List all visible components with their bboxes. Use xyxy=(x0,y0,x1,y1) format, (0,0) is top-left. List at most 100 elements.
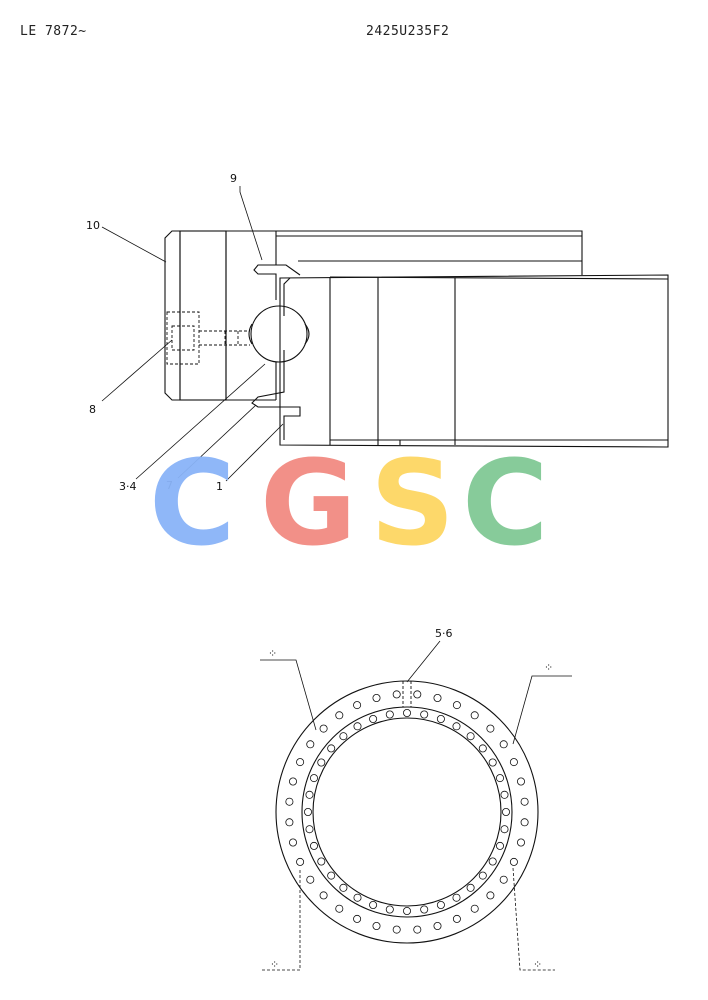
inner-bolt-hole xyxy=(402,907,411,916)
outer-bolt-hole xyxy=(517,777,526,786)
leader-marker-top-right xyxy=(512,675,572,745)
outer-bolt-hole xyxy=(499,740,508,749)
outer-bolt-hole xyxy=(372,694,381,703)
inner-bolt-hole xyxy=(402,709,411,718)
inner-bolt-hole xyxy=(495,841,504,850)
inner-bolt-hole xyxy=(305,790,314,799)
inner-bolt-hole xyxy=(369,901,378,910)
leader-marker-bottom-left xyxy=(262,870,301,971)
ball xyxy=(250,305,308,363)
callout-7: 7 xyxy=(166,479,173,492)
mid-circle xyxy=(301,706,513,918)
cgsc-watermark: C G S C xyxy=(149,434,549,572)
callout-3-4: 3·4 xyxy=(119,480,137,493)
inner-bolt-hole xyxy=(501,808,510,817)
outer-bolt-hole xyxy=(486,724,495,733)
inner-bolt-holes xyxy=(303,709,510,916)
outer-bolt-hole xyxy=(372,922,381,931)
part-number-label: 2425U235F2 xyxy=(366,24,450,39)
leader-10 xyxy=(101,226,167,263)
inner-bolt-hole xyxy=(500,825,509,834)
outer-bolt-hole xyxy=(470,904,479,913)
outer-bolt-hole xyxy=(413,925,422,934)
inner-bolt-hole xyxy=(327,744,336,753)
leader-8 xyxy=(101,339,173,402)
inner-bolt-hole xyxy=(369,715,378,724)
inner-bolt-hole xyxy=(436,901,445,910)
leader-5-6 xyxy=(406,640,441,683)
bearing-section-view: 10 9 8 3·4 7 1 xyxy=(86,172,669,493)
outer-bolt-hole xyxy=(499,875,508,884)
inner-bolt-hole xyxy=(466,732,475,741)
outer-bolt-hole xyxy=(288,838,297,847)
inner-bolt-hole xyxy=(420,710,429,719)
outer-bolt-hole xyxy=(335,904,344,913)
leader-marker-top-left xyxy=(260,659,317,731)
inner-circle xyxy=(312,717,502,907)
inner-bolt-hole xyxy=(327,871,336,880)
outer-bolt-hole xyxy=(285,797,294,806)
leader-7 xyxy=(177,404,257,479)
inner-bolt-hole xyxy=(353,722,362,731)
outer-ring-left xyxy=(179,230,227,401)
outer-bolt-hole xyxy=(520,797,529,806)
inner-bolt-hole xyxy=(385,905,394,914)
inner-bolt-hole xyxy=(500,790,509,799)
plug-hidden xyxy=(166,311,200,365)
inner-bolt-hole xyxy=(420,905,429,914)
inner-bolt-hole xyxy=(488,758,497,767)
inner-bolt-hole xyxy=(317,857,326,866)
inner-bolt-hole xyxy=(303,808,312,817)
outer-bolt-hole xyxy=(517,838,526,847)
outer-bolt-hole xyxy=(296,857,305,866)
inner-bolt-hole xyxy=(309,841,318,850)
outer-bolt-hole xyxy=(319,891,328,900)
outer-bolt-hole xyxy=(470,711,479,720)
outer-bolt-hole xyxy=(306,740,315,749)
inner-bolt-hole xyxy=(436,715,445,724)
outer-bolt-hole xyxy=(452,914,461,923)
inner-bolt-hole xyxy=(353,893,362,902)
bolt-marker-top-left: ⁘ xyxy=(268,647,277,660)
outer-bolt-hole xyxy=(353,914,362,923)
outer-ring-chamfer xyxy=(164,230,181,401)
outer-bolt-hole xyxy=(285,818,294,827)
outer-structure xyxy=(276,230,583,275)
inner-bolt-hole xyxy=(339,883,348,892)
outer-bolt-hole xyxy=(509,758,518,767)
watermark-letter-4: C xyxy=(462,434,549,572)
watermark-letter-1: C xyxy=(149,434,236,572)
inner-bolt-hole xyxy=(478,744,487,753)
inner-bolt-hole xyxy=(466,883,475,892)
outer-bolt-holes xyxy=(285,690,529,934)
leader-1 xyxy=(225,423,284,482)
bearing-plan-view: 5·6 ⁘ ⁘ ⁘ ⁘ xyxy=(260,627,572,971)
outer-bolt-hole xyxy=(509,857,518,866)
outer-bolt-hole xyxy=(296,758,305,767)
leader-marker-bottom-right xyxy=(512,867,555,971)
inner-bolt-hole xyxy=(305,825,314,834)
bolt-marker-bottom-right: ⁘ xyxy=(533,958,542,971)
watermark-letter-2: G xyxy=(260,434,357,572)
watermark-letter-3: S xyxy=(370,434,455,572)
inner-bolt-hole xyxy=(339,732,348,741)
callout-10: 10 xyxy=(86,219,100,232)
callout-5-6: 5·6 xyxy=(435,627,453,640)
outer-circle xyxy=(275,680,539,944)
bolt-marker-top-right: ⁘ xyxy=(544,661,553,674)
callout-1: 1 xyxy=(216,480,223,493)
outer-bolt-hole xyxy=(392,925,401,934)
inner-bolt-hole xyxy=(478,871,487,880)
outer-bolt-hole xyxy=(413,690,422,699)
inner-bolt-hole xyxy=(452,722,461,731)
inner-bolt-hole xyxy=(488,857,497,866)
outer-bolt-hole xyxy=(353,701,362,710)
outer-bolt-hole xyxy=(319,724,328,733)
outer-bolt-hole xyxy=(335,711,344,720)
inner-bolt-hole xyxy=(385,710,394,719)
leader-9 xyxy=(239,186,263,261)
callout-8: 8 xyxy=(89,403,96,416)
outer-bolt-hole xyxy=(520,818,529,827)
